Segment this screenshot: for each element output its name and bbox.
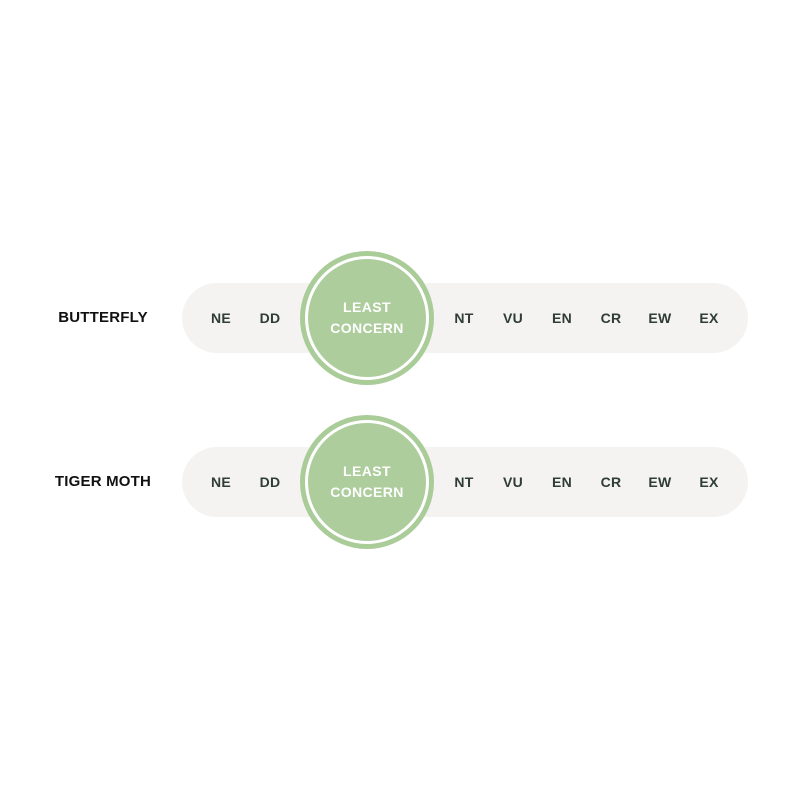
category-nt: NT xyxy=(454,310,474,326)
species-label: TIGER MOTH xyxy=(54,473,152,490)
active-status-line1: LEAST xyxy=(343,299,391,315)
active-status-badge: LEAST CONCERN xyxy=(300,415,434,549)
active-status-inner: LEAST CONCERN xyxy=(305,256,429,380)
category-cr: CR xyxy=(600,310,622,326)
category-nt: NT xyxy=(454,474,474,490)
category-vu: VU xyxy=(502,310,524,326)
category-cr: CR xyxy=(600,474,622,490)
category-dd: DD xyxy=(259,310,281,326)
category-en: EN xyxy=(551,310,573,326)
active-status-line2: CONCERN xyxy=(330,320,404,336)
category-ne: NE xyxy=(210,310,232,326)
category-vu: VU xyxy=(502,474,524,490)
category-ex: EX xyxy=(699,474,719,490)
category-dd: DD xyxy=(259,474,281,490)
category-ex: EX xyxy=(699,310,719,326)
category-en: EN xyxy=(551,474,573,490)
active-status-badge: LEAST CONCERN xyxy=(300,251,434,385)
category-ew: EW xyxy=(648,474,672,490)
species-label: BUTTERFLY xyxy=(58,309,148,326)
status-row-tiger-moth: TIGER MOTH NE DD LEAST CONCERN NT VU EN … xyxy=(0,412,800,552)
status-row-butterfly: BUTTERFLY NE DD LEAST CONCERN NT VU EN C… xyxy=(0,248,800,388)
active-status-inner: LEAST CONCERN xyxy=(305,420,429,544)
active-status-line2: CONCERN xyxy=(330,484,404,500)
category-ne: NE xyxy=(210,474,232,490)
active-status-line1: LEAST xyxy=(343,463,391,479)
status-track xyxy=(182,283,748,353)
category-ew: EW xyxy=(648,310,672,326)
status-track xyxy=(182,447,748,517)
